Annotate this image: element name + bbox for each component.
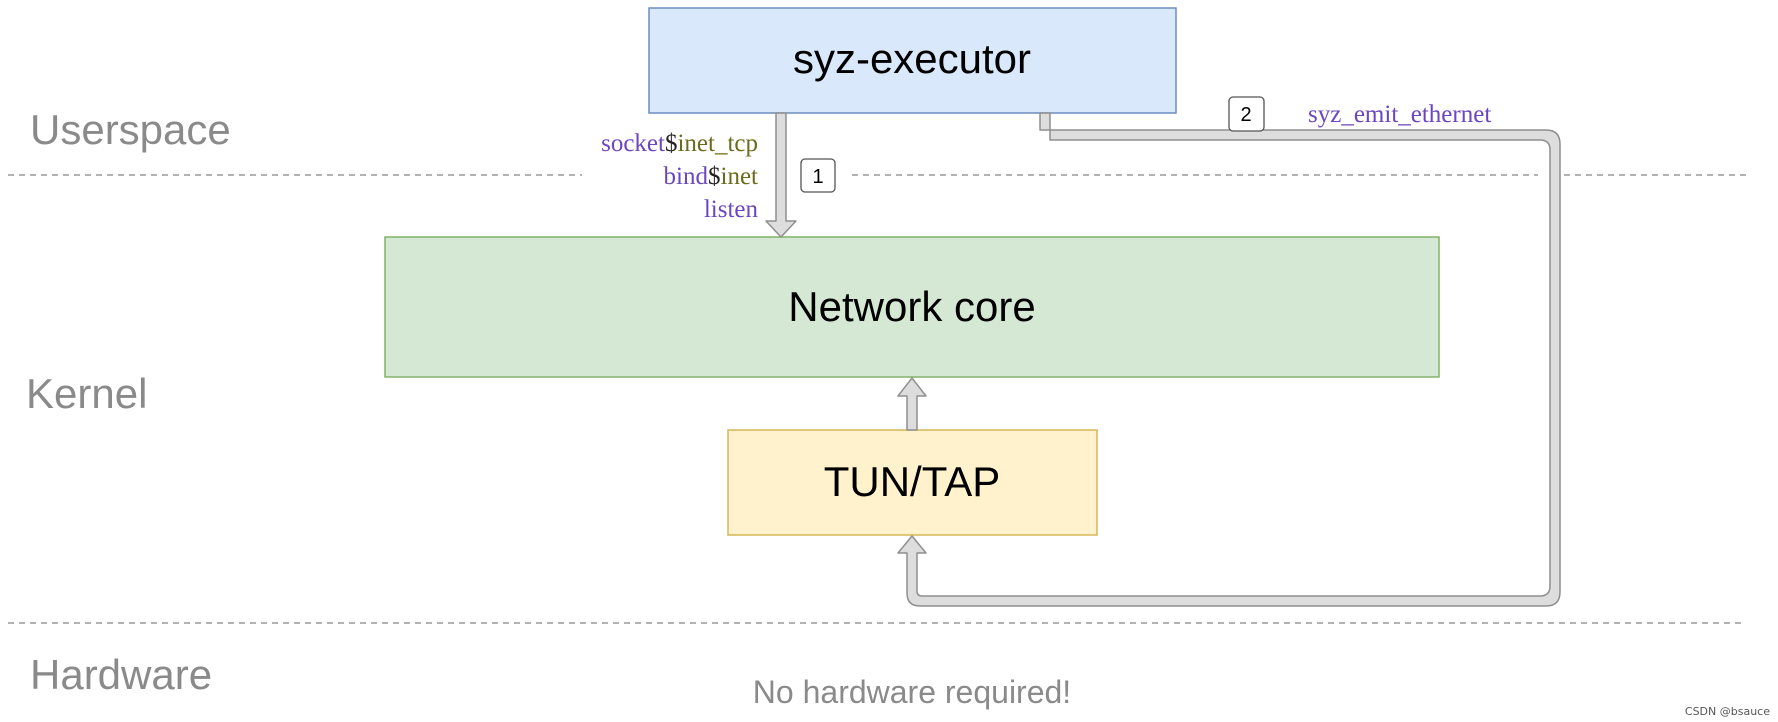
tun-to-core-arrow bbox=[897, 377, 927, 431]
bind-variant: inet bbox=[721, 163, 759, 190]
syz-executor-box bbox=[648, 7, 1177, 114]
kernel-label: Kernel bbox=[26, 370, 147, 417]
step-1-number: 1 bbox=[812, 166, 823, 188]
socket-syscall-label: socket$inet_tcp bbox=[601, 130, 758, 157]
bind-dollar: $ bbox=[708, 163, 721, 190]
network-core-box bbox=[384, 236, 1440, 378]
socket-variant: inet_tcp bbox=[677, 130, 758, 157]
listen-syscall-label: listen bbox=[704, 196, 759, 223]
network-core-label: Network core bbox=[788, 283, 1035, 330]
emit-ethernet-label: syz_emit_ethernet bbox=[1308, 101, 1491, 128]
syz-executor-label: syz-executor bbox=[793, 35, 1031, 82]
tun-tap-label: TUN/TAP bbox=[824, 458, 1001, 505]
step-2-number: 2 bbox=[1240, 104, 1251, 126]
hardware-label: Hardware bbox=[30, 651, 212, 698]
emit-ethernet-arrow bbox=[897, 112, 1561, 607]
step-2-badge bbox=[1228, 96, 1265, 132]
step-1-badge bbox=[800, 158, 836, 193]
socket-dollar: $ bbox=[665, 130, 678, 157]
syscall-arrow bbox=[765, 112, 797, 238]
bind-syscall-label: bind$inet bbox=[664, 163, 758, 190]
watermark: CSDN @bsauce bbox=[1685, 705, 1770, 718]
no-hardware-note: No hardware required! bbox=[753, 674, 1071, 710]
userspace-label: Userspace bbox=[30, 106, 231, 153]
socket-name: socket bbox=[601, 130, 665, 157]
tun-tap-box bbox=[727, 429, 1098, 536]
bind-name: bind bbox=[664, 163, 709, 190]
